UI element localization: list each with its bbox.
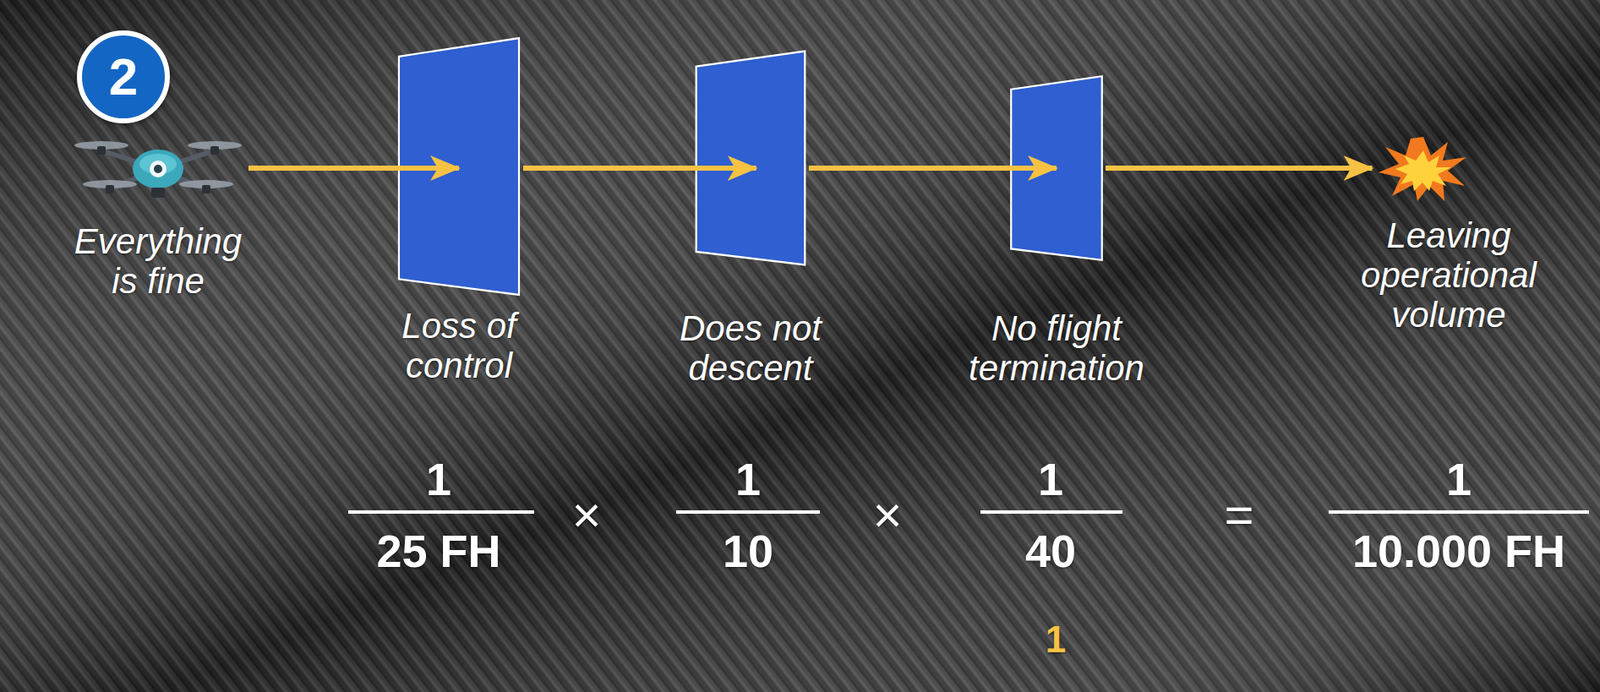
formula-term: 1 [735,456,761,503]
formula-term: = [1223,490,1254,541]
panel-face [398,38,519,295]
formula-term: 1 [425,456,452,503]
barrier-panel-shape [693,49,808,268]
node-label: Does not descent [650,308,851,388]
formula-term: × [872,490,902,541]
formula-term: 1 [1446,456,1472,503]
formula-term: 10.000 FH [1352,528,1566,574]
formula-term: 25 FH [376,528,501,574]
panel-face [696,51,806,266]
flow-arrow [248,165,459,171]
callout-number: 1 [1045,621,1066,659]
flow-arrow [808,165,1057,171]
node-label: Loss of control [370,305,548,386]
formula-term: 1 [1037,456,1064,503]
barrier-panel: Loss of control [370,35,548,386]
fraction-bars [348,510,1590,514]
step-number: 2 [109,50,138,104]
barrier-panel: Does not descent [650,49,851,388]
barrier-panel-shape [1009,74,1104,263]
formula-term: 40 [1025,528,1076,574]
node-label: Leaving operational volume [1342,215,1556,335]
barrier-panel-shape [396,35,522,298]
flow-arrow [523,165,757,171]
drone-node: Everything is fine [60,126,257,301]
outcome-node: Leaving operational volume [1342,135,1556,335]
formula-term: × [571,490,601,541]
node-label: Everything is fine [60,221,257,301]
panel-face [1010,76,1103,261]
explosion-icon [1376,135,1470,203]
barrier-panel: No flight termination [945,74,1168,388]
formula-term: 10 [722,528,774,574]
node-label: No flight termination [945,308,1168,388]
step-badge: 2 [76,30,170,124]
drone-icon [69,126,247,208]
flow-arrow [1105,165,1373,171]
